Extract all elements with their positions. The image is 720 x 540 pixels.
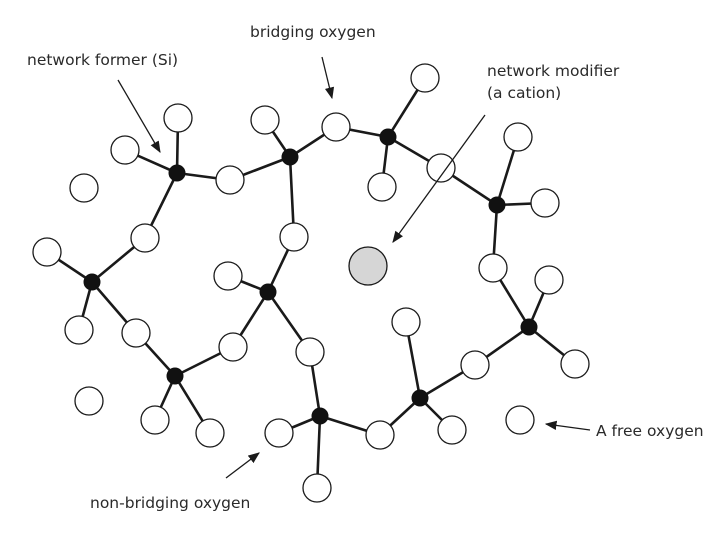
annotation-arrows	[117, 56, 591, 479]
network-modifier-arrow	[392, 114, 486, 243]
network-former-arrow	[117, 79, 161, 154]
oxygen-atom	[302, 473, 332, 503]
label-non-bridging-oxygen: non-bridging oxygen	[90, 494, 250, 512]
oxygen-atom	[213, 261, 243, 291]
oxygen-atom	[534, 265, 564, 295]
oxygen-atom	[295, 337, 325, 367]
oxygen-atom	[478, 253, 508, 283]
oxygen-atom	[195, 418, 225, 448]
oxygen-atom	[74, 386, 104, 416]
oxygen-atom	[69, 173, 99, 203]
silicon-atom	[488, 196, 506, 214]
free-oxygen-atom	[505, 405, 535, 435]
silicon-atoms	[83, 128, 538, 425]
non-bridging-oxygen-arrow	[225, 452, 260, 479]
oxygen-atom	[250, 105, 280, 135]
bridging-oxygen-arrow	[321, 56, 335, 100]
label-free-oxygen: A free oxygen	[596, 422, 704, 440]
oxygen-atom	[410, 63, 440, 93]
oxygen-atom	[140, 405, 170, 435]
silicon-atom	[379, 128, 397, 146]
oxygen-atom	[130, 223, 160, 253]
oxygen-atom	[365, 420, 395, 450]
silicon-atom	[168, 164, 186, 182]
silicon-atom	[166, 367, 184, 385]
oxygen-atom	[321, 112, 351, 142]
oxygen-atom	[426, 153, 456, 183]
label-network-former: network former (Si)	[27, 51, 178, 69]
oxygen-atom	[215, 165, 245, 195]
oxygen-atom	[367, 172, 397, 202]
oxygen-atom	[460, 350, 490, 380]
label-network-modifier: network modifier	[487, 62, 620, 80]
labels: bridging oxygen network former (Si) netw…	[27, 23, 704, 512]
oxygen-atom	[121, 318, 151, 348]
oxygen-atoms	[32, 63, 590, 503]
oxygen-atom	[32, 237, 62, 267]
oxygen-atom	[503, 122, 533, 152]
oxygen-atom	[64, 315, 94, 345]
oxygen-atom	[163, 103, 193, 133]
label-cation: (a cation)	[487, 84, 561, 102]
silicon-atom	[311, 407, 329, 425]
oxygen-atom	[264, 418, 294, 448]
oxygen-atom	[437, 415, 467, 445]
oxygen-atom	[560, 349, 590, 379]
silicon-atom	[259, 283, 277, 301]
cation-atom	[348, 246, 388, 286]
oxygen-atom	[530, 188, 560, 218]
oxygen-atom	[279, 222, 309, 252]
oxygen-atom	[391, 307, 421, 337]
silicon-atom	[411, 389, 429, 407]
free-oxygen-arrow	[544, 420, 591, 431]
oxygen-atom	[110, 135, 140, 165]
silicon-atom	[83, 273, 101, 291]
silicon-atom	[281, 148, 299, 166]
oxygen-atom	[218, 332, 248, 362]
silicon-atom	[520, 318, 538, 336]
label-bridging-oxygen: bridging oxygen	[250, 23, 376, 41]
